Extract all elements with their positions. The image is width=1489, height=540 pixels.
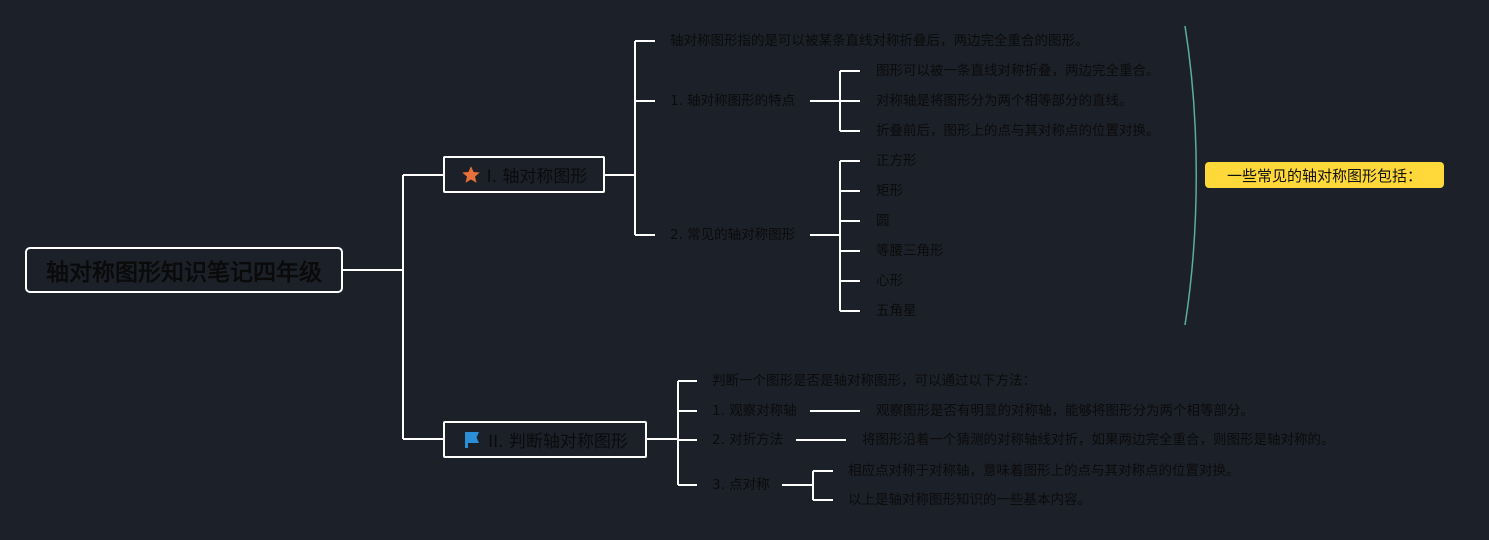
topic-features[interactable]: 1. 轴对称图形的特点 <box>670 92 795 110</box>
feature-item[interactable]: 折叠前后，图形上的点与其对称点的位置对换。 <box>876 122 1160 140</box>
method-detail-label: 将图形沿着一个猜测的对称轴线对折，如果两边完全重合，则图形是轴对称的。 <box>862 432 1335 448</box>
method-detail-label: 相应点对称于对称轴，意味着图形上的点与其对称点的位置对换。 <box>848 463 1240 479</box>
shape-label: 矩形 <box>876 183 903 199</box>
feature-label: 图形可以被一条直线对称折叠，两边完全重合。 <box>876 63 1160 79</box>
shape-label: 等腰三角形 <box>876 243 944 259</box>
connector-features <box>810 70 860 132</box>
method-fold[interactable]: 2. 对折方法 <box>712 431 783 449</box>
topic-common-shapes[interactable]: 2. 常见的轴对称图形 <box>670 226 795 244</box>
shape-label: 正方形 <box>876 153 917 169</box>
features-label: 1. 轴对称图形的特点 <box>670 93 796 109</box>
judge-intro-text[interactable]: 判断一个图形是否是轴对称图形，可以通过以下方法： <box>712 372 1036 390</box>
feature-item[interactable]: 图形可以被一条直线对称折叠，两边完全重合。 <box>876 62 1160 80</box>
shape-label: 心形 <box>876 273 903 289</box>
method-detail[interactable]: 将图形沿着一个猜测的对称轴线对折，如果两边完全重合，则图形是轴对称的。 <box>862 431 1335 449</box>
connector-point <box>782 470 833 501</box>
shape-item[interactable]: 矩形 <box>876 182 903 200</box>
method-detail[interactable]: 以上是轴对称图形知识的一些基本内容。 <box>848 491 1091 509</box>
method-detail-label: 以上是轴对称图形知识的一些基本内容。 <box>848 492 1091 508</box>
feature-label: 折叠前后，图形上的点与其对称点的位置对换。 <box>876 123 1160 139</box>
method-label: 1. 观察对称轴 <box>712 403 797 419</box>
connector-common-shapes <box>810 160 860 312</box>
shape-item[interactable]: 心形 <box>876 272 903 290</box>
method-label: 3. 点对称 <box>712 477 770 493</box>
method-detail-label: 观察图形是否有明显的对称轴，能够将图形分为两个相等部分。 <box>876 403 1254 419</box>
flag-icon <box>462 430 482 450</box>
judge-intro-label: 判断一个图形是否是轴对称图形，可以通过以下方法： <box>712 373 1036 389</box>
root-label: 轴对称图形知识笔记四年级 <box>46 260 322 286</box>
feature-item[interactable]: 对称轴是将图形分为两个相等部分的直线。 <box>876 92 1133 110</box>
definition-label: 轴对称图形指的是可以被某条直线对称折叠后，两边完全重合的图形。 <box>670 33 1089 49</box>
shape-label: 五角星 <box>876 303 917 319</box>
branch-axis-symmetry[interactable]: I. 轴对称图形 <box>443 156 605 193</box>
shape-item[interactable]: 正方形 <box>876 152 917 170</box>
method-label: 2. 对折方法 <box>712 432 784 448</box>
summary-callout[interactable]: 一些常见的轴对称图形包括： <box>1205 162 1444 188</box>
method-point-symmetry[interactable]: 3. 点对称 <box>712 476 770 494</box>
common-shapes-label: 2. 常见的轴对称图形 <box>670 227 796 243</box>
branch-1-label: I. 轴对称图形 <box>486 167 588 187</box>
connector-branch-2 <box>647 380 697 486</box>
method-observe[interactable]: 1. 观察对称轴 <box>712 402 797 420</box>
method-detail[interactable]: 观察图形是否有明显的对称轴，能够将图形分为两个相等部分。 <box>876 402 1254 420</box>
root-topic[interactable]: 轴对称图形知识笔记四年级 <box>25 247 343 293</box>
connector-root <box>343 174 443 440</box>
shape-item[interactable]: 五角星 <box>876 302 917 320</box>
branch-judge-symmetry[interactable]: II. 判断轴对称图形 <box>443 421 647 458</box>
star-icon <box>461 165 481 185</box>
definition-text[interactable]: 轴对称图形指的是可以被某条直线对称折叠后，两边完全重合的图形。 <box>670 32 1089 50</box>
branch-2-label: II. 判断轴对称图形 <box>488 432 628 452</box>
shape-label: 圆 <box>876 213 890 229</box>
shape-item[interactable]: 圆 <box>876 212 890 230</box>
feature-label: 对称轴是将图形分为两个相等部分的直线。 <box>876 93 1133 109</box>
method-detail[interactable]: 相应点对称于对称轴，意味着图形上的点与其对称点的位置对换。 <box>848 462 1240 480</box>
connector-branch-1 <box>605 40 655 236</box>
summary-label: 一些常见的轴对称图形包括： <box>1226 166 1422 185</box>
shape-item[interactable]: 等腰三角形 <box>876 242 944 260</box>
